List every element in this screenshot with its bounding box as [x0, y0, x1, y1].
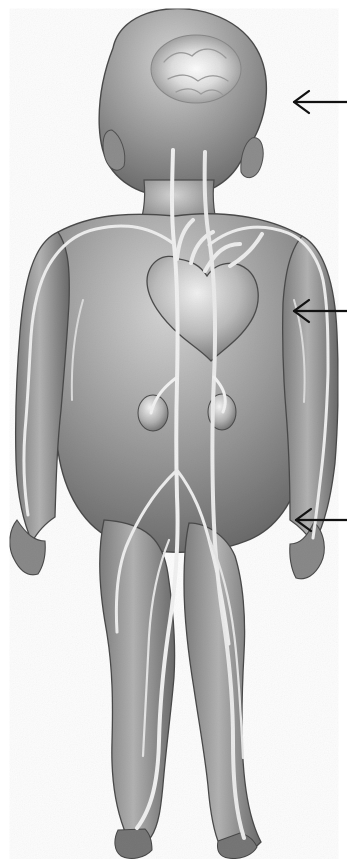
- human-figure: [10, 9, 338, 859]
- left-foot: [115, 829, 152, 858]
- pointer-arrow-icon: [294, 91, 347, 113]
- brain-organ: [151, 35, 241, 103]
- left-kidney: [138, 395, 168, 431]
- right-arm: [283, 236, 338, 544]
